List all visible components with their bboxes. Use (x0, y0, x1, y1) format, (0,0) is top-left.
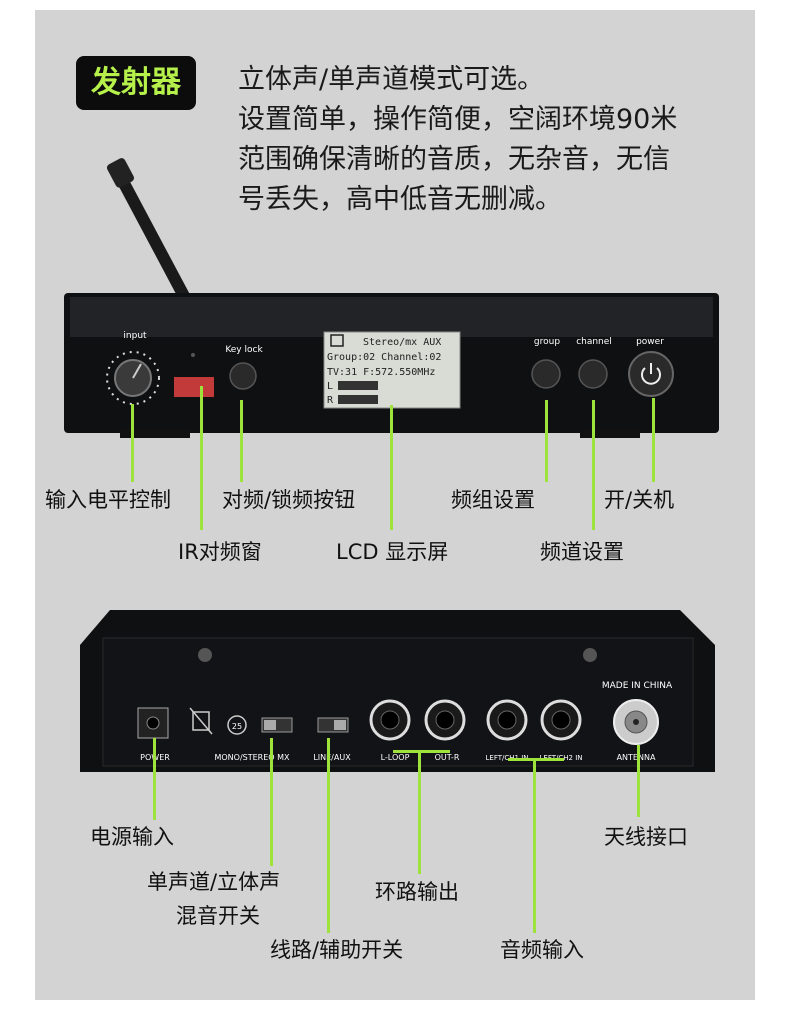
front-input-text: input (123, 331, 147, 341)
front-foot-left (120, 428, 190, 438)
weee-icon (192, 711, 210, 731)
rear-badge-25: 25 (232, 722, 242, 731)
knob-indicator (132, 363, 142, 379)
intro-line-1: 立体声/单声道模式可选。 (238, 64, 545, 95)
intro-line-2: 设置简单，操作简便，空阔环境90米 (238, 104, 678, 135)
lock-icon (330, 334, 344, 347)
line-mono-mix (270, 738, 273, 866)
intro-line-4: 号丢失，高中低音无删减。 (238, 184, 562, 215)
transmitter-badge: 发射器 (76, 56, 196, 110)
front-group-text: group (534, 337, 560, 347)
lcd-level-l (338, 381, 378, 390)
label-loop-out: 环路输出 (375, 880, 459, 904)
line-line-aux (327, 738, 330, 933)
line-antenna (637, 745, 640, 817)
intro-line-3: 范围确保清晰的音质，无杂音，无信 (238, 144, 670, 175)
led-dot (191, 353, 195, 357)
line-audio-in (533, 758, 536, 933)
label-input-level: 输入电平控制 (45, 488, 171, 512)
screw-right (583, 648, 597, 662)
line-lcd (390, 405, 393, 530)
rear-l-loop-text: L-LOOP (381, 753, 410, 762)
line-power (652, 398, 655, 482)
label-power-onoff: 开/关机 (604, 488, 675, 512)
knob-scale (106, 351, 160, 405)
label-mono-mix-1: 单声道/立体声 (147, 870, 281, 894)
rear-device-illustration: MADE IN CHINA POWER 25 MONO/STEREO MX LI… (80, 610, 715, 772)
line-input-level (131, 404, 134, 482)
key-lock-button[interactable] (229, 362, 257, 390)
line-group (545, 400, 548, 482)
ir-window (174, 377, 214, 397)
power-icon (641, 367, 661, 385)
front-foot-right (580, 428, 640, 438)
eco-badge-icon (227, 715, 247, 735)
line-channel (592, 400, 595, 530)
rear-left-ch1-text: LEFT/CH1 IN (486, 754, 529, 762)
rear-mono-stereo-text: MONO/STEREO MX (214, 753, 290, 762)
line-power-in (153, 738, 156, 820)
lcd-l: L (327, 381, 333, 392)
label-lcd: LCD 显示屏 (336, 540, 449, 564)
intro-text: 立体声/单声道模式可选。 设置简单，操作简便，空阔环境90米 范围确保清晰的音质… (238, 60, 738, 220)
line-keylock (240, 400, 243, 482)
rear-out-r-text: OUT-R (435, 753, 460, 762)
label-ir-window: IR对频窗 (178, 540, 262, 564)
line-loop-out (418, 752, 421, 874)
label-pair-lock: 对频/锁频按钮 (222, 488, 356, 512)
hline-audio-in (508, 758, 564, 761)
line-ir (200, 386, 203, 530)
background-panel (35, 10, 755, 1000)
group-button[interactable] (531, 359, 561, 389)
lcd-level-r (338, 395, 378, 404)
channel-button[interactable] (578, 359, 608, 389)
lcd-line-1: Stereo/mx AUX (363, 337, 441, 348)
hline-loop (393, 750, 450, 753)
front-channel-text: channel (576, 337, 612, 347)
label-channel-set: 频道设置 (540, 540, 624, 564)
antenna-tip (106, 158, 134, 188)
label-power-in: 电源输入 (90, 825, 174, 849)
screw-left (198, 648, 212, 662)
front-power-text: power (636, 337, 664, 347)
label-audio-in: 音频输入 (500, 938, 584, 962)
label-group-set: 频组设置 (451, 488, 535, 512)
front-keylock-text: Key lock (225, 345, 263, 355)
rear-made-in-text: MADE IN CHINA (602, 681, 673, 691)
rear-antenna-text: ANTENNA (617, 753, 656, 762)
lcd-line-3: TV:31 F:572.550MHz (327, 367, 435, 378)
label-antenna-port: 天线接口 (604, 825, 688, 849)
lcd-line-2: Group:02 Channel:02 (327, 352, 441, 363)
label-mono-mix-2: 混音开关 (176, 904, 260, 928)
label-line-aux: 线路/辅助开关 (270, 938, 404, 962)
rear-line-aux-text: LINE/AUX (313, 753, 351, 762)
front-reflection (70, 297, 713, 337)
antenna-rod (112, 166, 191, 304)
lcd-r: R (327, 395, 334, 406)
front-device-illustration: input Key lock Stereo/mx AUX Group:02 Ch… (64, 158, 719, 438)
